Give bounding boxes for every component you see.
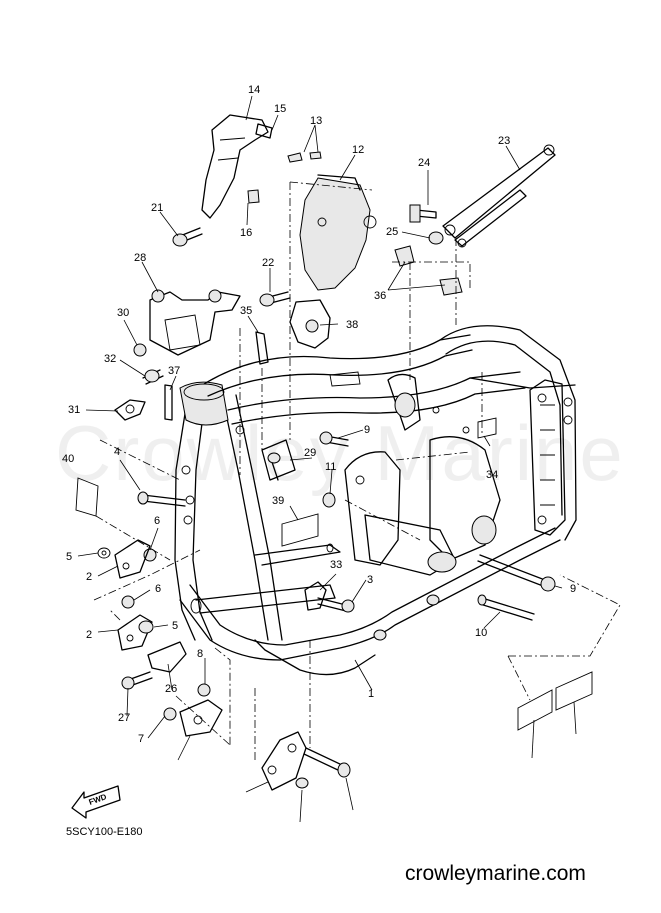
callout-36: 37: [168, 365, 180, 377]
leader-lines: [77, 95, 577, 823]
callout-22: 23: [498, 135, 510, 147]
callout-38: 39: [272, 495, 284, 507]
diagram-code: 5SCY100-E180: [66, 826, 143, 838]
callout-29: 30: [117, 307, 129, 319]
callout-5-bottom: 5: [172, 620, 178, 632]
left-small-parts: [75, 227, 593, 791]
callout-13: 9: [364, 424, 370, 436]
callout-34: 35: [240, 305, 252, 317]
watermark-center: Crowley Marine: [55, 409, 625, 497]
callout-15: 11: [325, 461, 336, 473]
callout-4: 4: [114, 446, 120, 458]
top-covers: [201, 114, 556, 349]
callout-21-middle: 22: [262, 257, 274, 269]
callout-39: 40: [62, 453, 74, 465]
callout-14: 10: [475, 627, 487, 639]
callout-2-bottom: 2: [86, 629, 92, 641]
callout-5-top: 5: [66, 551, 72, 563]
callout-35: 36: [374, 290, 386, 302]
watermark-url: crowleymarine.com: [405, 862, 586, 885]
callout-16: 12: [352, 144, 364, 156]
callout-21-top: 21: [151, 202, 163, 214]
callout-18: 14: [248, 84, 260, 96]
callout-27: 28: [134, 252, 146, 264]
callout-19: 15: [274, 103, 286, 115]
callout-25: 26: [165, 683, 177, 695]
callout-3: 3: [367, 574, 373, 586]
frame-assembly: [174, 325, 577, 676]
callout-11: 8: [197, 648, 203, 660]
callout-6-top: 6: [154, 515, 160, 527]
callout-9-left: 7: [138, 733, 144, 745]
callout-2-top: 2: [86, 571, 92, 583]
callout-28: 29: [304, 447, 316, 459]
callout-1: 1: [368, 688, 374, 700]
callout-37: 38: [346, 319, 358, 331]
callout-23: 24: [418, 157, 430, 169]
callout-26: 27: [118, 712, 130, 724]
callout-24: 25: [386, 226, 398, 238]
fwd-arrow-icon: FWD: [71, 785, 121, 819]
callout-30: 31: [68, 404, 80, 416]
callout-33: 34: [486, 469, 498, 481]
callout-17: 13: [310, 115, 322, 127]
dashed-assembly-lines: [93, 181, 621, 760]
callout-32: 33: [330, 559, 342, 571]
callout-31: 32: [104, 353, 116, 365]
callout-20: 16: [240, 227, 252, 239]
callout-6-bottom: 6: [155, 583, 161, 595]
callout-numbers: 14 15 13 12 16 21 22 28 30 32 37 31 35 3…: [62, 84, 576, 745]
callout-12: 9: [570, 583, 576, 595]
